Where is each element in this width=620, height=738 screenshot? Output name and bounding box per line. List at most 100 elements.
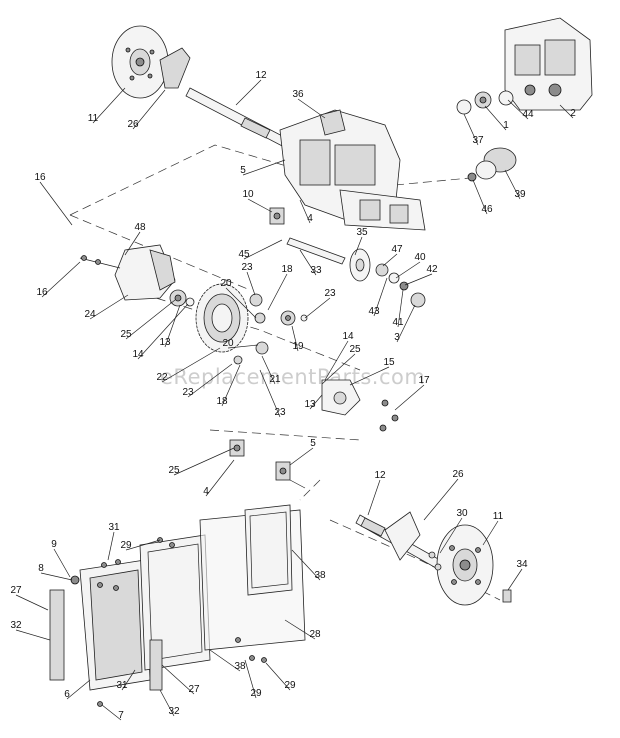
callout-label: 10: [242, 189, 254, 200]
callout-label: 27: [188, 684, 200, 695]
callout-leader-line: [161, 347, 221, 383]
left-axle-housing: [79, 244, 176, 301]
callout-leader-line: [244, 659, 257, 699]
axle-shaft-top: [185, 87, 291, 149]
callout-leader-line: [482, 520, 499, 546]
callout-leader-line: [246, 271, 256, 296]
callout-label: 20: [220, 278, 232, 289]
callout-label: 33: [310, 265, 322, 276]
callout-leader-line: [267, 273, 288, 311]
callout-leader-line: [265, 662, 291, 691]
callout-label: 32: [10, 620, 22, 631]
callout-leader-line: [484, 105, 507, 131]
callout-leaders: [15, 79, 574, 721]
callout-leader-line: [125, 539, 161, 551]
case-cover-assembly: [49, 504, 306, 707]
callout-leader-line: [89, 294, 129, 320]
callout-leader-line: [173, 447, 235, 476]
wheel-hub-lower: [428, 524, 512, 606]
lower-bearings: [229, 439, 306, 489]
bearing-left: [169, 289, 195, 307]
callout-label: 26: [127, 119, 139, 130]
callout-label: 22: [156, 372, 168, 383]
callout-label: 5: [310, 438, 316, 449]
callout-label: 3: [394, 332, 400, 343]
callout-leader-line: [209, 649, 241, 672]
callout-leader-line: [367, 479, 381, 516]
callout-label: 5: [240, 165, 246, 176]
callout-leader-line: [247, 198, 273, 213]
callout-label: 23: [324, 288, 336, 299]
callout-label: 26: [452, 469, 464, 480]
callout-leader-line: [261, 355, 276, 385]
callout-leader-line: [291, 325, 299, 352]
callout-leader-line: [225, 287, 257, 319]
callout-leader-line: [504, 169, 521, 200]
callout-leader-line: [159, 689, 175, 717]
callout-leader-line: [299, 199, 311, 224]
gear-cluster-39: [467, 147, 517, 182]
callout-leader-line: [39, 181, 73, 226]
callout-label: 34: [516, 559, 528, 570]
callout-label: 40: [414, 252, 426, 263]
pump-block: [504, 17, 593, 111]
callout-leader-line: [397, 289, 404, 328]
callout-leader-line: [125, 299, 176, 340]
callout-label: 30: [456, 508, 468, 519]
callout-leader-line: [259, 369, 281, 418]
callout-leader-line: [507, 568, 523, 591]
callout-label: 19: [292, 341, 304, 352]
axle-shaft-lower: [355, 511, 441, 569]
callout-leader-line: [66, 679, 91, 700]
callout-label: 18: [281, 264, 293, 275]
callout-leader-line: [289, 447, 314, 466]
callout-label: 11: [493, 511, 504, 522]
callout-leader-line: [395, 261, 421, 279]
callout-leader-line: [324, 340, 349, 381]
intermediate-shaft: [286, 237, 426, 308]
callout-leader-line: [243, 239, 283, 260]
callout-label: 6: [64, 689, 70, 700]
callout-label: 23: [241, 262, 253, 273]
callout-label: 11: [88, 113, 99, 124]
callout-leader-line: [321, 353, 356, 385]
callout-leader-line: [423, 478, 459, 521]
callout-label: 20: [222, 338, 234, 349]
callout-label: 9: [51, 539, 57, 550]
callout-label: 15: [383, 357, 395, 368]
callout-label: 16: [36, 287, 48, 298]
callout-label: 14: [132, 349, 144, 360]
callout-label: 31: [108, 522, 120, 533]
callout-leader-line: [439, 517, 463, 554]
callout-label: 29: [250, 688, 262, 699]
callout-label: 2: [570, 108, 576, 119]
callout-leader-line: [507, 99, 529, 120]
callout-leader-line: [309, 394, 323, 410]
callout-leader-line: [396, 304, 416, 343]
callout-label: 31: [116, 680, 128, 691]
callout-label: 39: [514, 189, 526, 200]
callout-leader-line: [304, 297, 331, 319]
callout-label: 27: [10, 585, 22, 596]
callout-leader-line: [404, 273, 433, 286]
callout-label: 7: [118, 710, 124, 721]
callout-leader-line: [373, 277, 388, 317]
callout-label: 29: [120, 540, 132, 551]
callout-label: 28: [309, 629, 321, 640]
callout-label: 38: [234, 661, 246, 672]
callout-label: 4: [203, 486, 209, 497]
callout-label: 24: [84, 309, 96, 320]
callout-leader-line: [164, 304, 181, 348]
callout-leader-line: [40, 572, 73, 581]
callout-leader-line: [349, 366, 390, 386]
callout-leader-line: [132, 89, 166, 130]
callout-label: 16: [34, 172, 46, 183]
callout-leader-line: [53, 548, 71, 578]
callout-label: 13: [304, 399, 316, 410]
callout-label: 41: [392, 317, 404, 328]
callout-leader-line: [284, 619, 316, 640]
callout-label: 46: [481, 204, 493, 215]
callout-label: 32: [168, 706, 180, 717]
callout-label: 14: [342, 331, 354, 342]
